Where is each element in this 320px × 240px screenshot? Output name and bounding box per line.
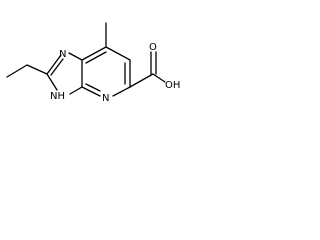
bond-n4-c3a-double (85, 83, 101, 92)
bond-c7a-c7 (81, 46, 107, 61)
bond-c5-carboxyl-c (129, 73, 154, 88)
bond-carboxyl-c-oh (152, 73, 166, 83)
atom-label-n1: N (59, 49, 66, 60)
atom-label-carboxyl-oh: OH (165, 80, 180, 91)
bond-c2-n3 (46, 73, 58, 91)
bond-c7-c6 (105, 46, 131, 61)
bond-c2-n1 (46, 54, 62, 75)
bond-n4-c3a (81, 86, 101, 97)
bond-c2-n1-double (50, 58, 64, 76)
chemical-structure-diagram: N NH N O OH (6, 22, 180, 104)
bond-c7a-c7-double (85, 51, 107, 64)
bond-c5-n4 (112, 86, 131, 97)
atom-label-n3h: NH (50, 91, 65, 102)
bond-ethyl-ch2-c2 (26, 64, 48, 75)
atom-label-n4: N (102, 93, 109, 104)
bond-n1-c7a (68, 52, 83, 61)
atom-label-carboxyl-o: O (149, 42, 157, 53)
bond-ethyl-ch3-ch2 (6, 64, 28, 78)
bond-n3-c3a (69, 86, 83, 95)
